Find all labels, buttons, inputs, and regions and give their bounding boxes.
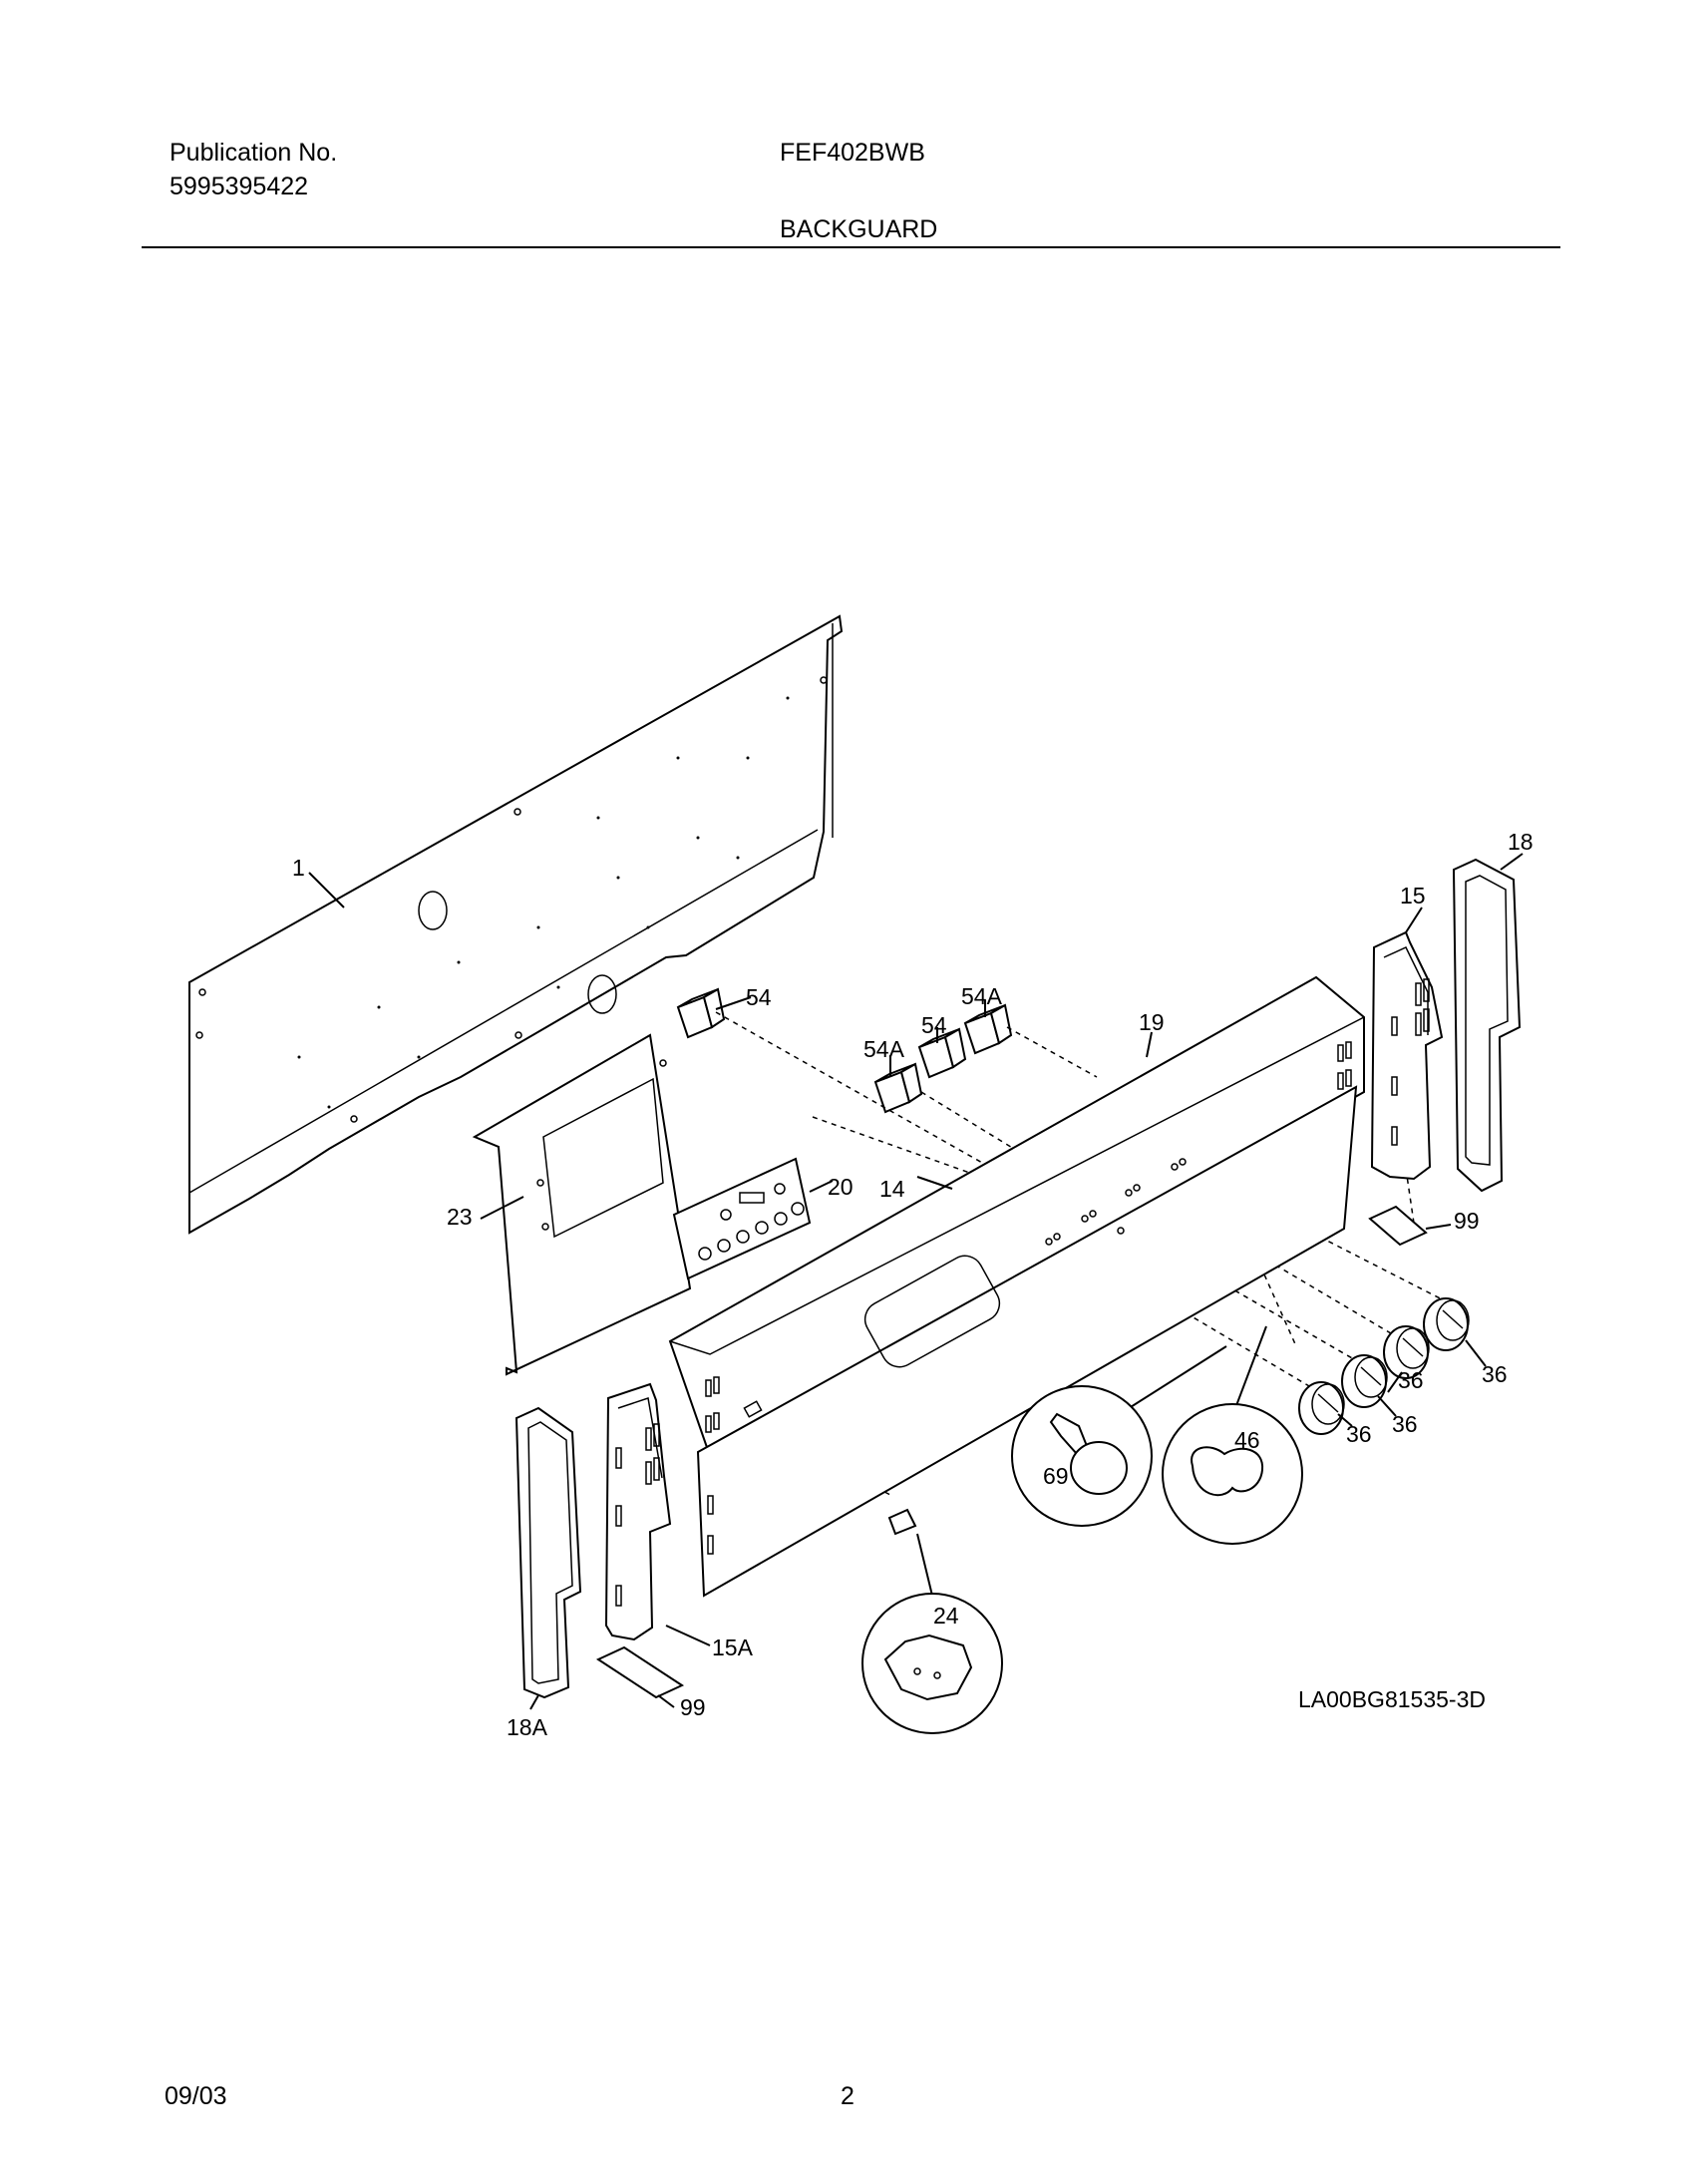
section-title: BACKGUARD xyxy=(780,215,938,243)
label-15: 15 xyxy=(1400,883,1426,909)
label-19: 19 xyxy=(1139,1009,1165,1035)
detail-circle-24 xyxy=(861,1508,1003,1734)
label-18: 18 xyxy=(1508,829,1534,855)
publication-number: 5995395422 xyxy=(170,173,309,200)
left-endcap-trim-part xyxy=(514,1406,582,1699)
control-bracket-part xyxy=(472,1033,692,1376)
label-54a-right: 54A xyxy=(961,983,1003,1009)
label-24: 24 xyxy=(933,1603,959,1629)
switch-part-54a-right xyxy=(963,1003,1013,1055)
part-labels: 1 54 54A 54 54A 19 20 14 23 15 18 99 36 … xyxy=(292,829,1534,1740)
label-14: 14 xyxy=(879,1176,905,1202)
knob-part-1 xyxy=(1298,1381,1345,1435)
clock-control-board-part xyxy=(672,1157,812,1280)
header-rule xyxy=(142,246,1560,248)
label-54-middle: 54 xyxy=(921,1012,947,1038)
label-36-c: 36 xyxy=(1392,1411,1418,1437)
left-endcap-bracket-part xyxy=(604,1382,672,1641)
label-69: 69 xyxy=(1043,1463,1069,1489)
page-number: 2 xyxy=(841,2082,854,2110)
label-36-a: 36 xyxy=(1482,1361,1508,1387)
label-36-b: 36 xyxy=(1398,1367,1424,1393)
label-20: 20 xyxy=(828,1174,854,1200)
label-54a-left: 54A xyxy=(863,1036,905,1062)
right-endcap-trim-part xyxy=(1452,858,1522,1193)
switch-part-54-left xyxy=(676,987,726,1039)
spacer-plate-part-left xyxy=(595,1645,685,1699)
knob-part-3 xyxy=(1383,1325,1430,1379)
detail-circle-46 xyxy=(1162,1325,1303,1545)
label-1: 1 xyxy=(292,855,305,881)
publication-label: Publication No. xyxy=(170,139,338,167)
label-18a: 18A xyxy=(507,1714,548,1740)
label-54-left: 54 xyxy=(746,984,772,1010)
detail-circle-69 xyxy=(1011,1345,1227,1527)
knob-part-4 xyxy=(1423,1297,1470,1351)
model-number: FEF402BWB xyxy=(780,139,925,167)
leader-lines xyxy=(308,853,1524,1710)
switch-part-54-middle xyxy=(917,1027,967,1079)
label-99-right: 99 xyxy=(1454,1208,1480,1234)
footer-date: 09/03 xyxy=(165,2082,227,2110)
drawing-code: LA00BG81535-3D xyxy=(1298,1686,1486,1712)
switch-part-54a-left xyxy=(873,1062,923,1114)
spacer-plate-part-right xyxy=(1368,1205,1428,1247)
label-15a: 15A xyxy=(712,1635,754,1660)
label-99-left: 99 xyxy=(680,1694,706,1720)
control-panel-part xyxy=(668,975,1365,1598)
label-46: 46 xyxy=(1234,1427,1260,1453)
label-23: 23 xyxy=(447,1204,473,1230)
label-36-d: 36 xyxy=(1346,1421,1372,1447)
knob-part-2 xyxy=(1341,1354,1388,1408)
rear-panel-part xyxy=(188,614,844,1235)
right-endcap-bracket-part xyxy=(1370,930,1444,1181)
